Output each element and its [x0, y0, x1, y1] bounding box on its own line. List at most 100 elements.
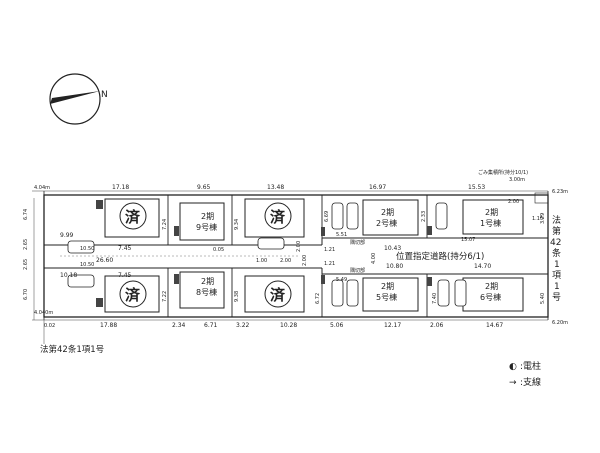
svg-text:14.67: 14.67	[486, 322, 503, 329]
building-2	[362, 199, 419, 236]
svg-text:9.34: 9.34	[234, 219, 240, 230]
lot-2-line1: 2期	[381, 208, 394, 217]
lot-5-line2: 5号棟	[376, 292, 397, 302]
svg-text:6.20m: 6.20m	[552, 320, 568, 326]
svg-text:3.29: 3.29	[540, 213, 546, 224]
svg-text:7.45: 7.45	[118, 245, 132, 252]
svg-text:2.00: 2.00	[296, 241, 302, 252]
car-icon	[331, 202, 344, 230]
svg-text:2.65: 2.65	[23, 239, 29, 250]
lot-6-line1: 2期	[485, 282, 498, 291]
building-5	[362, 277, 419, 312]
legend: ◐ :電柱 → :支線	[509, 360, 541, 388]
dim-top-5: 15.53	[468, 184, 485, 191]
car-icon	[454, 279, 467, 307]
utility-pole-icon: ◐	[509, 362, 517, 372]
svg-text:済: 済	[125, 286, 141, 304]
dim-top-3: 13.48	[267, 184, 284, 191]
svg-text:7.22: 7.22	[162, 291, 168, 302]
svg-text:号: 号	[552, 292, 561, 303]
left-road: 6.74 2.65 2.65 6.70	[23, 191, 45, 320]
svg-text:5.49: 5.49	[336, 277, 347, 283]
svg-text:10.80: 10.80	[386, 263, 403, 270]
left-road-label: 法第42条1項1号	[40, 344, 104, 355]
svg-text:7.45: 7.45	[118, 272, 132, 279]
svg-text:済: 済	[125, 208, 141, 226]
svg-text:2.00: 2.00	[280, 258, 291, 264]
garbage-label: ごみ集積所(持分10/1)	[478, 169, 528, 176]
svg-text:済: 済	[270, 208, 286, 226]
guy-wire-icon: →	[509, 378, 517, 388]
svg-text:2.34: 2.34	[172, 322, 186, 329]
legend-pole-text: :電柱	[520, 360, 541, 372]
svg-text:5.51: 5.51	[336, 232, 347, 238]
parking-cars	[67, 202, 467, 307]
svg-text:2.00: 2.00	[302, 255, 308, 266]
lot-labels: 2期 9号棟 2期 8号棟 2期 2号棟 2期 1号棟 2期 5号棟 2期 6号…	[196, 208, 501, 302]
svg-text:2.33: 2.33	[421, 211, 427, 222]
svg-text:4.00: 4.00	[371, 253, 377, 264]
svg-text:1: 1	[554, 282, 560, 292]
svg-text:1.21: 1.21	[324, 247, 335, 253]
svg-text:14.70: 14.70	[474, 263, 491, 270]
svg-text:1.21: 1.21	[324, 261, 335, 267]
svg-text:9.99: 9.99	[60, 232, 74, 239]
building-sold-2	[244, 198, 305, 238]
lot-2-line2: 2号棟	[376, 218, 397, 228]
dim-top-0: 4.04m	[34, 185, 50, 191]
svg-text:26.60: 26.60	[96, 257, 113, 264]
lot-8-line2: 8号棟	[196, 287, 217, 297]
svg-text:1.15: 1.15	[532, 216, 543, 222]
svg-text:4.040m: 4.040m	[34, 310, 53, 316]
svg-text:隅切部: 隅切部	[350, 239, 365, 246]
svg-text:15.07: 15.07	[461, 237, 475, 243]
lot-1-line2: 1号棟	[480, 218, 501, 228]
compass-north-label: N	[101, 90, 108, 100]
svg-text:6.70: 6.70	[23, 289, 29, 300]
svg-text:2.06: 2.06	[430, 322, 444, 329]
car-icon	[435, 202, 448, 230]
svg-text:1: 1	[554, 260, 560, 270]
compass: N	[49, 73, 108, 125]
svg-text:12.17: 12.17	[384, 322, 401, 329]
lot-9-line1: 2期	[201, 212, 214, 221]
car-icon	[331, 279, 344, 307]
svg-text:7.40: 7.40	[432, 293, 438, 304]
car-icon	[67, 274, 95, 288]
svg-text:条: 条	[552, 247, 561, 259]
building-9	[179, 202, 225, 241]
lot-9-line2: 9号棟	[196, 222, 217, 232]
lot-6-line2: 6号棟	[480, 292, 501, 302]
car-icon	[257, 237, 285, 250]
garbage-width: 3.00m	[509, 177, 525, 183]
car-icon	[437, 279, 450, 307]
inner-dimensions: 9.99 10.50 10.50 7.45 26.60 7.45 10.18 7…	[60, 199, 546, 304]
dim-top-6: 6.23m	[552, 189, 568, 195]
svg-text:0.05: 0.05	[213, 247, 224, 253]
svg-text:6.72: 6.72	[315, 293, 321, 304]
svg-text:隅切部: 隅切部	[350, 267, 365, 274]
svg-text:1.00: 1.00	[256, 258, 267, 264]
svg-text:10.43: 10.43	[384, 245, 401, 252]
svg-text:6.71: 6.71	[204, 322, 218, 329]
svg-text:2.00: 2.00	[508, 199, 519, 205]
svg-text:10.18: 10.18	[60, 272, 77, 279]
building-sold-1	[104, 198, 160, 238]
svg-text:済: 済	[270, 286, 286, 304]
svg-text:10.50: 10.50	[80, 262, 94, 268]
legend-wire-text: :支線	[520, 376, 541, 388]
sold-marks: 済 済 済 済	[119, 202, 292, 308]
lot-8-line1: 2期	[201, 277, 214, 286]
svg-text:3.22: 3.22	[236, 322, 250, 329]
svg-text:項: 項	[552, 270, 561, 281]
svg-text:17.88: 17.88	[100, 322, 117, 329]
svg-text:10.50: 10.50	[80, 246, 94, 252]
svg-text:6.69: 6.69	[324, 211, 330, 222]
lot-1-line1: 2期	[485, 208, 498, 217]
road-name: 位置指定道路(持分6/1)	[396, 251, 484, 262]
svg-text:10.28: 10.28	[280, 322, 297, 329]
svg-text:7.24: 7.24	[162, 219, 168, 230]
dim-top-4: 16.97	[369, 184, 386, 191]
dim-top-2: 9.65	[197, 184, 211, 191]
